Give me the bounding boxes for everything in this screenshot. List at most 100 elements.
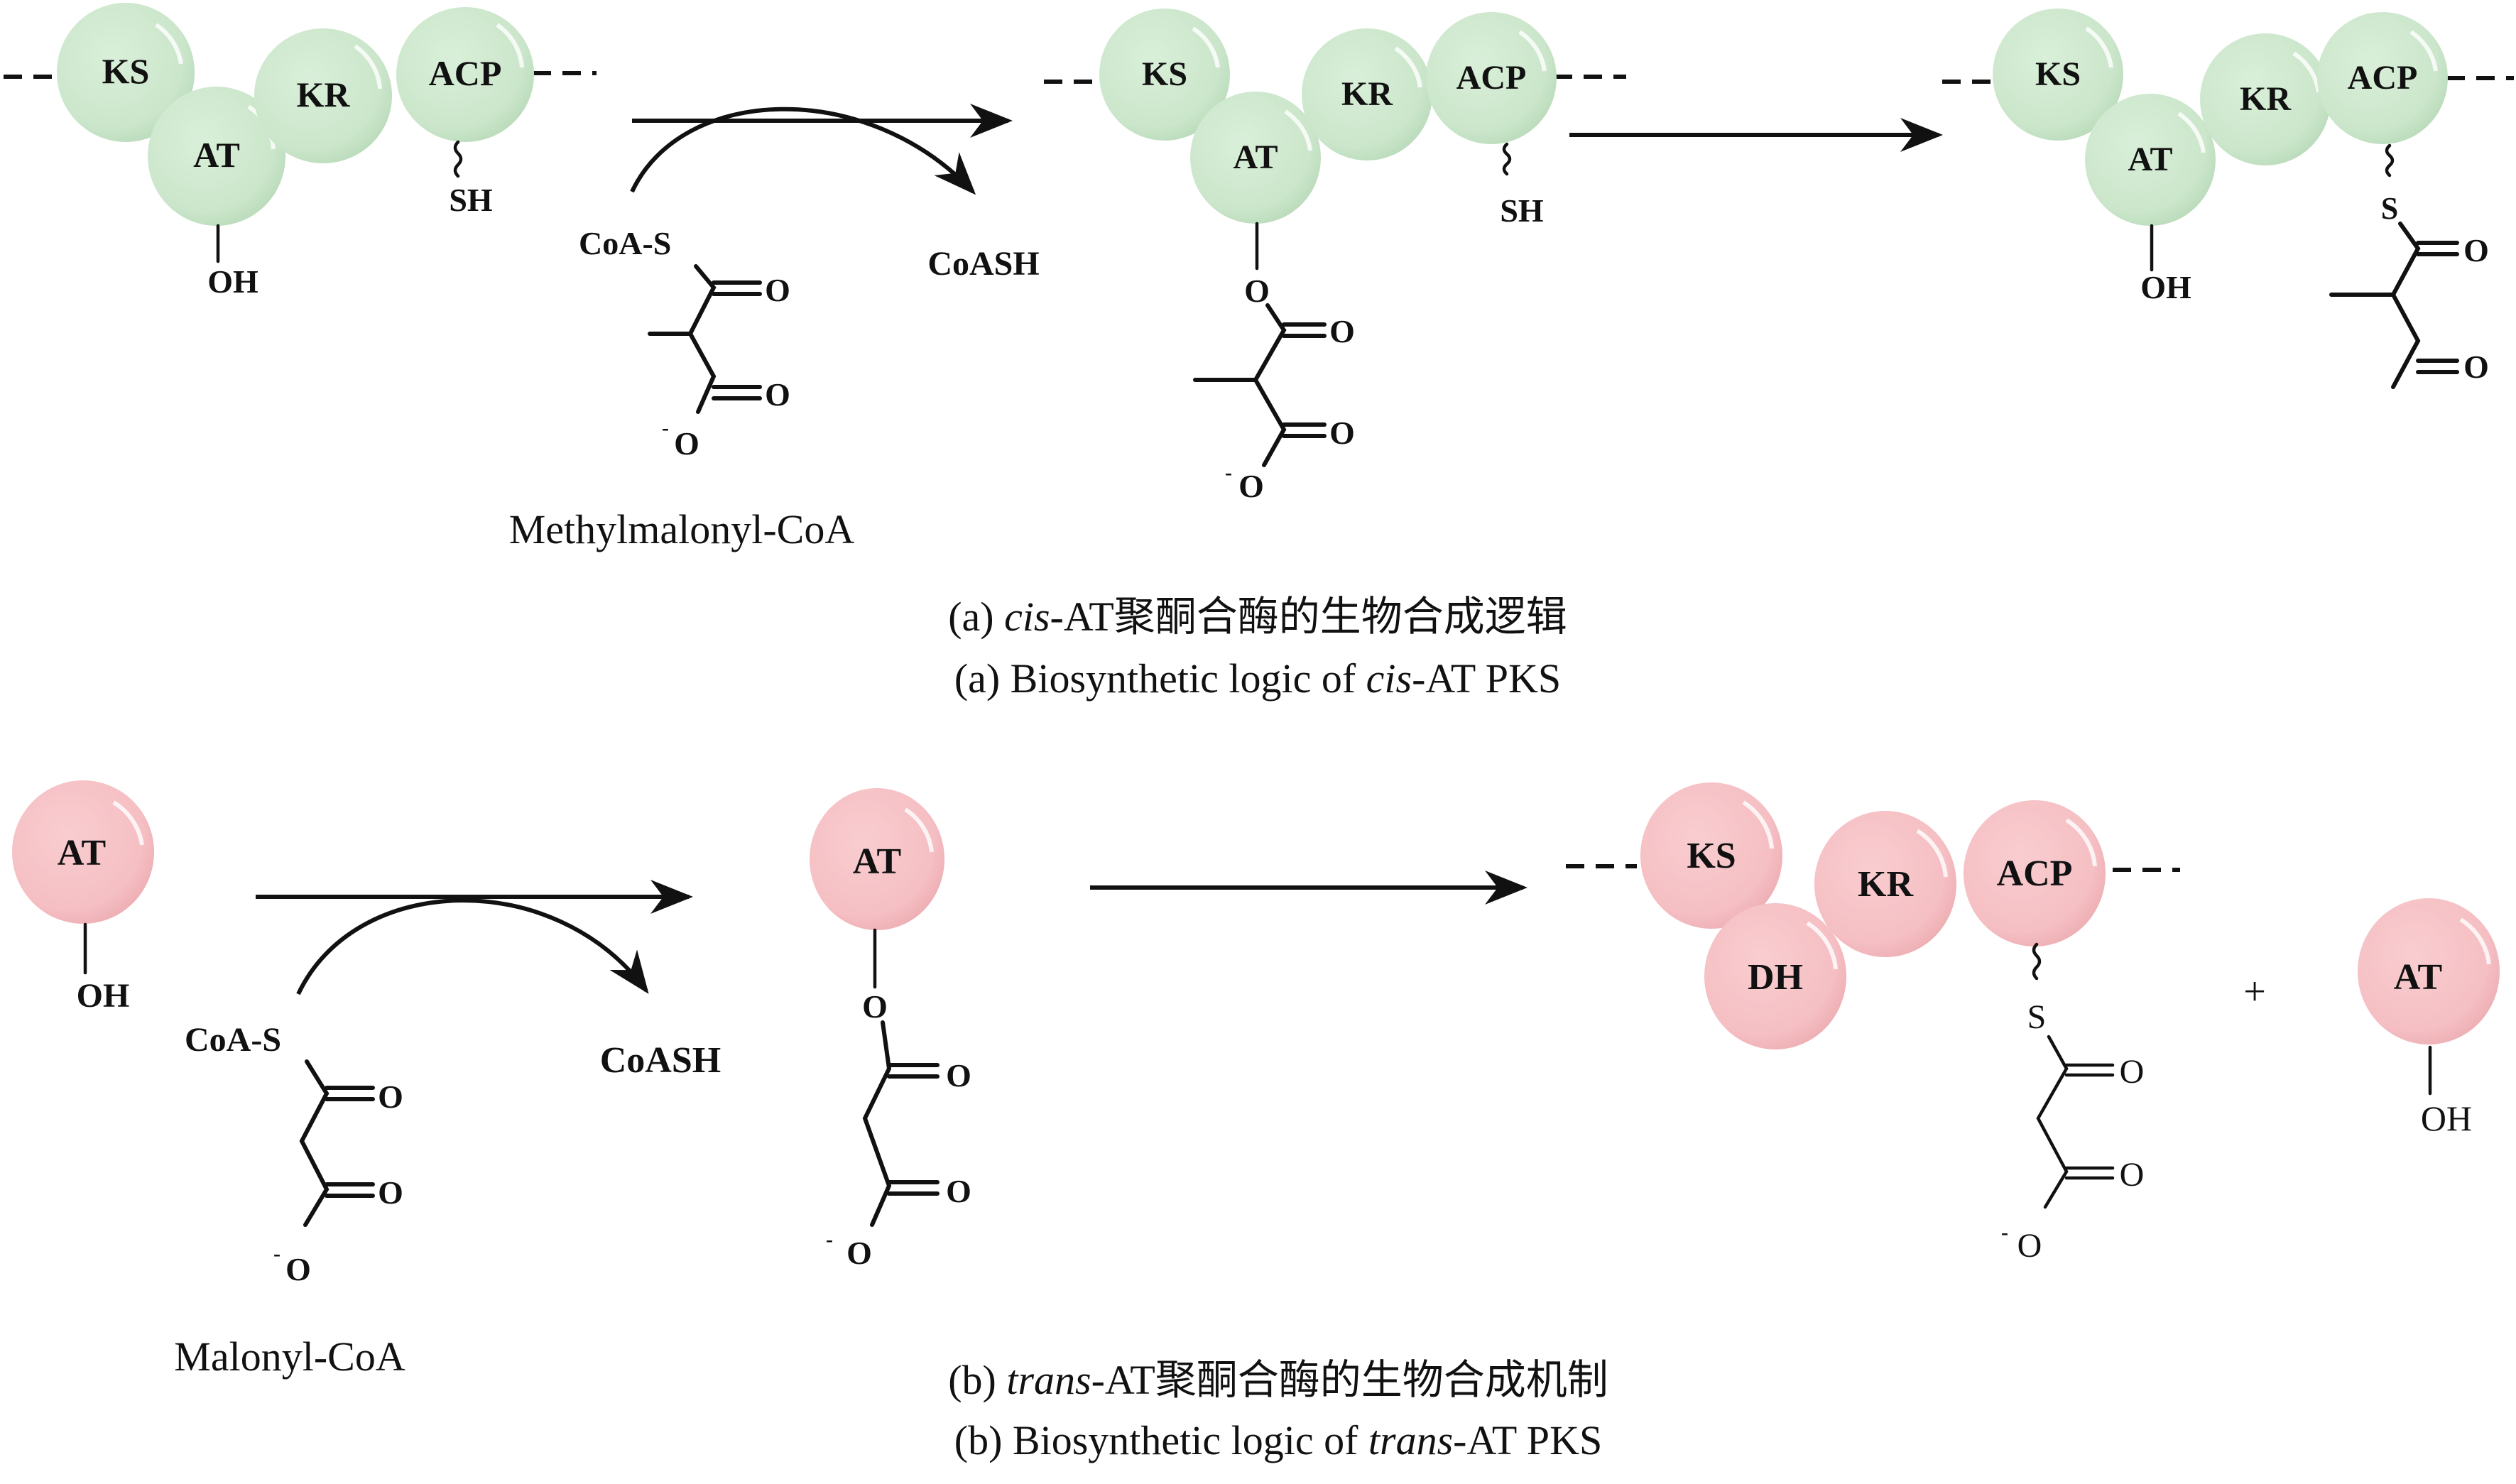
at-hydroxyl: OH — [77, 977, 130, 1015]
acid-oxygen: O — [765, 376, 790, 413]
domain-ks: KS — [1993, 9, 2123, 141]
coash-byproduct: CoASH — [927, 245, 1039, 283]
domain-label: KS — [102, 51, 150, 91]
caption-suffix: -AT聚酮合酶的生物合成逻辑 — [1050, 594, 1567, 640]
domain-label: AT — [2394, 957, 2442, 998]
caption-prefix: (b) — [948, 1357, 1006, 1403]
charge: - — [1225, 461, 1232, 484]
caption-italic: trans — [1006, 1357, 1091, 1403]
ester-oxygen: O — [1244, 273, 1270, 309]
caption-prefix: (b) Biosynthetic logic of — [954, 1417, 1368, 1463]
domain-dh: DH — [1704, 903, 1846, 1049]
domain-label: KS — [2035, 55, 2081, 93]
domain-label: KR — [1858, 864, 1914, 905]
domain-label: ACP — [2348, 59, 2418, 97]
ester-oxygen: O — [862, 988, 888, 1025]
acid-oxygen: O — [378, 1174, 403, 1211]
domain-label: KS — [1142, 55, 1187, 93]
acp-thiol: SH — [449, 182, 493, 218]
carbonyl-oxygen: O — [946, 1057, 971, 1093]
domain-acp: ACP — [1964, 800, 2106, 946]
domain-at: AT — [2085, 94, 2216, 226]
wavy-bond — [2385, 143, 2395, 178]
bond — [862, 1020, 892, 1227]
carboxylate-oxygen: O — [674, 425, 699, 462]
at-hydroxyl: OH — [2140, 269, 2191, 305]
wavy-bond — [2032, 942, 2042, 981]
coash-byproduct: CoASH — [600, 1040, 721, 1081]
cis-module-3: KS AT KR ACP OH S — [1942, 9, 2514, 389]
carbonyl-oxygen: O — [765, 272, 790, 308]
wavy-bond — [1502, 142, 1512, 176]
carboxylate-oxygen: O — [285, 1251, 311, 1287]
thioester-sulfur: S — [2027, 998, 2047, 1036]
domain-label: ACP — [1456, 59, 1527, 97]
coa-s-label: CoA-S — [185, 1021, 281, 1059]
caption-prefix: (a) Biosynthetic logic of — [954, 655, 1366, 702]
domain-ks: KS — [1099, 9, 1230, 141]
domain-at: AT — [148, 87, 285, 226]
caption-italic: cis — [1366, 655, 1412, 702]
carbonyl-oxygen-2: O — [2463, 349, 2489, 385]
carbonyl-oxygen: O — [1329, 313, 1355, 349]
at-hydroxyl: OH — [207, 263, 258, 300]
caption-b-en: (b) Biosynthetic logic of trans-AT PKS — [954, 1417, 1602, 1463]
domain-at: AT — [1190, 92, 1321, 224]
domain-label: AT — [853, 841, 901, 882]
coa-s-label: CoA-S — [579, 225, 671, 261]
charge: - — [2001, 1221, 2008, 1244]
loaded-at: AT O O O - O — [810, 788, 971, 1271]
carbonyl-oxygen: O — [378, 1079, 403, 1115]
caption-b-cn: (b) trans-AT聚酮合酶的生物合成机制 — [948, 1357, 1608, 1403]
acid-oxygen: O — [946, 1173, 971, 1209]
carboxylate-oxygen: O — [2017, 1227, 2042, 1265]
carboxylate-oxygen: O — [1238, 468, 1264, 504]
charge: - — [662, 416, 669, 440]
panel-b: AT OH CoA-S O O - O Malonyl-CoA CoASH — [12, 780, 2500, 1463]
domain-at — [810, 788, 944, 930]
bond — [2390, 222, 2421, 389]
bond — [299, 1059, 330, 1227]
bond — [2036, 1035, 2069, 1209]
acid-oxygen: O — [2120, 1156, 2145, 1194]
domain-label: ACP — [1997, 853, 2073, 894]
domain-kr: KR — [254, 28, 392, 163]
domain-acp: ACP — [2317, 12, 2448, 144]
domain-label: AT — [193, 135, 240, 175]
domain-kr: KR — [1302, 28, 1432, 160]
domain-label: ACP — [429, 53, 502, 93]
domain-label: KR — [297, 75, 351, 114]
domain-ks: KS — [1640, 782, 1782, 929]
domain-kr: KR — [2200, 33, 2331, 165]
plus-sign: + — [2243, 970, 2266, 1014]
caption-suffix: -AT PKS — [1412, 655, 1561, 702]
cis-module-2: KS AT KR ACP SH O — [1044, 9, 1626, 504]
panel-a: KS AT KR ACP OH SH — [4, 3, 2514, 702]
cis-module-1: KS AT KR ACP OH SH — [4, 3, 597, 300]
domain-label: KR — [1341, 75, 1393, 113]
caption-italic: cis — [1004, 594, 1050, 640]
domain-label: AT — [2128, 141, 2172, 178]
caption-suffix: -AT聚酮合酶的生物合成机制 — [1091, 1357, 1608, 1403]
caption-italic: trans — [1368, 1417, 1453, 1463]
caption-prefix: (a) — [948, 594, 1004, 640]
acp-thiol: SH — [1500, 192, 1544, 229]
bond — [1253, 303, 1287, 467]
curved-arrow — [630, 107, 976, 195]
domain-label: KR — [2240, 80, 2292, 118]
charge: - — [273, 1242, 281, 1265]
domain-at — [2358, 898, 2500, 1044]
reaction-arrow-1 — [630, 104, 1013, 195]
wavy-bond — [453, 140, 463, 178]
released-at: AT OH — [2358, 898, 2500, 1138]
domain-at — [12, 780, 154, 924]
domain-acp: ACP — [1426, 12, 1557, 144]
caption-a-cn: (a) cis-AT聚酮合酶的生物合成逻辑 — [948, 594, 1567, 640]
methylmalonyl-coa: CoA-S O O - O Methylmalonyl-CoA — [509, 225, 855, 552]
malonyl-coa: CoA-S O O - O Malonyl-CoA — [174, 1021, 405, 1380]
domain-acp: ACP — [396, 7, 534, 142]
charge: - — [826, 1228, 833, 1251]
carboxylate-oxygen: O — [846, 1235, 872, 1271]
domain-label: AT — [58, 833, 106, 873]
